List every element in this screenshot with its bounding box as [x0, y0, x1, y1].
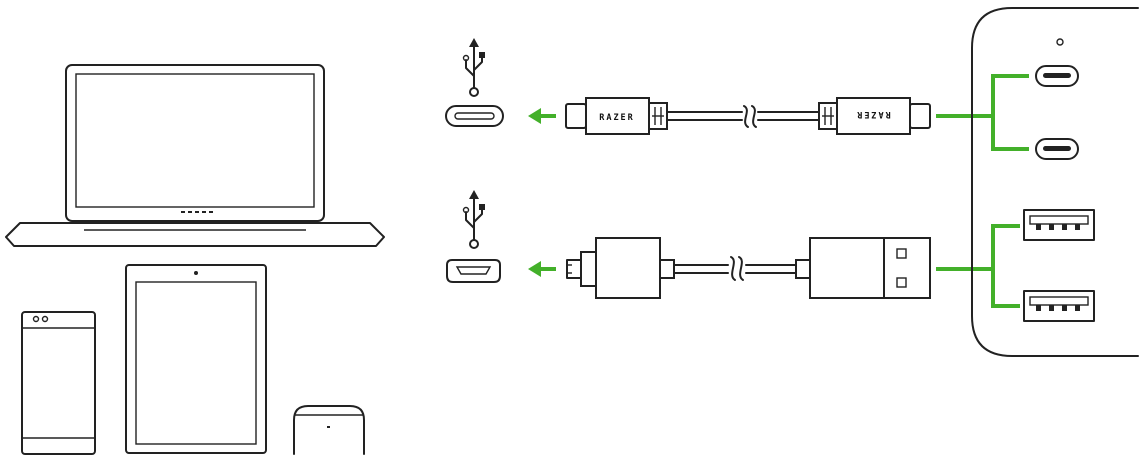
laptop-logo-dots	[181, 211, 213, 213]
charger-hub-icon	[971, 7, 1139, 357]
usb-c-port-icon	[445, 105, 504, 127]
laptop-icon	[5, 64, 385, 247]
smartphone-icon	[21, 311, 96, 455]
usb-a-to-micro-usb-cable-icon	[566, 237, 931, 299]
usb-c-socket-icon-2	[1035, 138, 1079, 160]
usb-c-to-usb-c-cable-icon: RAZER RAZER	[565, 97, 931, 135]
micro-usb-port-icon	[446, 259, 501, 283]
arrow-left-icon-bottom	[528, 261, 556, 277]
usb-symbol-icon-bottom	[462, 190, 485, 249]
indicator-led-icon	[1056, 38, 1064, 46]
usb-symbol-icon-top	[462, 38, 485, 97]
connector-line-usb-c	[936, 74, 1029, 151]
usb-a-socket-icon-2	[1023, 290, 1095, 322]
cable-brand-left: RAZER	[599, 113, 635, 123]
connector-line-usb-a	[936, 224, 1020, 308]
usb-c-socket-icon-1	[1035, 65, 1079, 87]
tablet-icon	[125, 264, 267, 454]
usb-a-socket-icon-1	[1023, 209, 1095, 241]
cable-brand-right: RAZER	[855, 109, 891, 119]
arrow-left-icon-top	[528, 108, 556, 124]
earbuds-case-icon	[293, 405, 365, 455]
